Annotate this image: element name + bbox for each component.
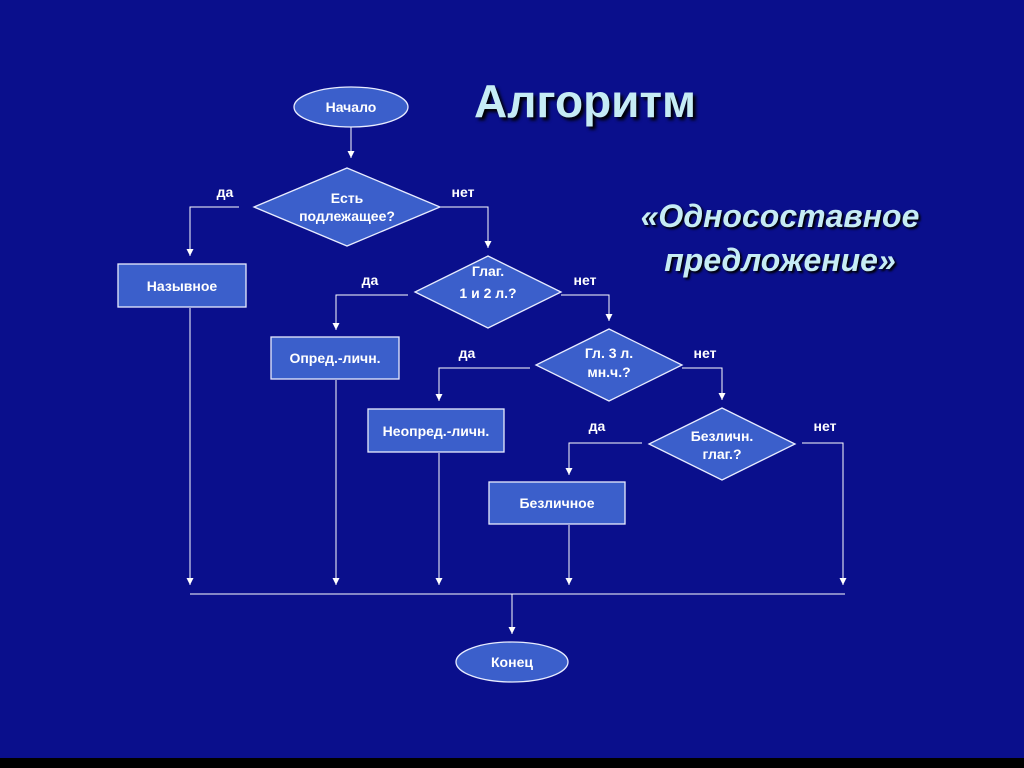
node-q-subject: Есть подлежащее? [252,167,442,247]
arrow-q4-yes [565,442,642,475]
node-q-impersonal-line-1: Безличн. [691,428,754,444]
node-q-impersonal-line-2: глаг.? [702,446,741,462]
arrow-q1-yes [186,206,239,256]
node-q-verb12-line-1: Глаг. [472,263,504,279]
node-start-label: Начало [326,99,377,115]
label-q3-no: нет [694,345,717,361]
node-start: Начало [293,86,409,128]
label-q4-yes: да [589,418,606,434]
node-q-subject-line-2: подлежащее? [299,208,395,224]
node-def-personal: Опред.-личн. [270,336,400,380]
label-q4-no: нет [814,418,837,434]
arrow-q3-no [682,367,726,400]
subtitle-line-1: «Односоставное [640,198,920,234]
label-q2-yes: да [362,272,379,288]
connectors [186,126,847,634]
bottom-strip [0,758,1024,768]
label-q2-no: нет [574,272,597,288]
node-impersonal: Безличное [488,481,626,525]
node-indef-personal-label: Неопред.-личн. [383,423,490,439]
edge-labels: да нет да нет да нет да нет [217,184,837,434]
node-q-verb3: Гл. 3 л. мн.ч.? [534,328,684,402]
arrow-q1-no [440,206,492,248]
node-def-personal-label: Опред.-личн. [289,350,380,366]
label-q3-yes: да [459,345,476,361]
node-indef-personal: Неопред.-личн. [367,408,505,453]
node-impersonal-label: Безличное [519,495,594,511]
node-q-verb12: Глаг. 1 и 2 л.? [413,255,563,329]
node-nominative-label: Назывное [147,278,218,294]
node-q-impersonal: Безличн. глаг.? [647,407,797,481]
slide-subtitle: «Односоставное предложение» [600,194,960,282]
arrow-q2-no [561,294,613,321]
arrow-q4-no [802,442,847,585]
node-q-verb3-line-2: мн.ч.? [587,364,630,380]
node-q-verb3-line-1: Гл. 3 л. [585,345,633,361]
label-q1-no: нет [452,184,475,200]
node-end: Конец [455,641,569,683]
node-end-label: Конец [491,654,533,670]
node-q-subject-line-1: Есть [331,190,364,206]
node-q-verb12-line-2: 1 и 2 л.? [459,285,516,301]
arrow-q2-yes [332,294,408,330]
slide-title: Алгоритм [473,75,697,127]
subtitle-line-2: предложение» [664,242,896,278]
node-nominative: Назывное [117,263,247,308]
label-q1-yes: да [217,184,234,200]
arrow-q3-yes [435,367,530,401]
